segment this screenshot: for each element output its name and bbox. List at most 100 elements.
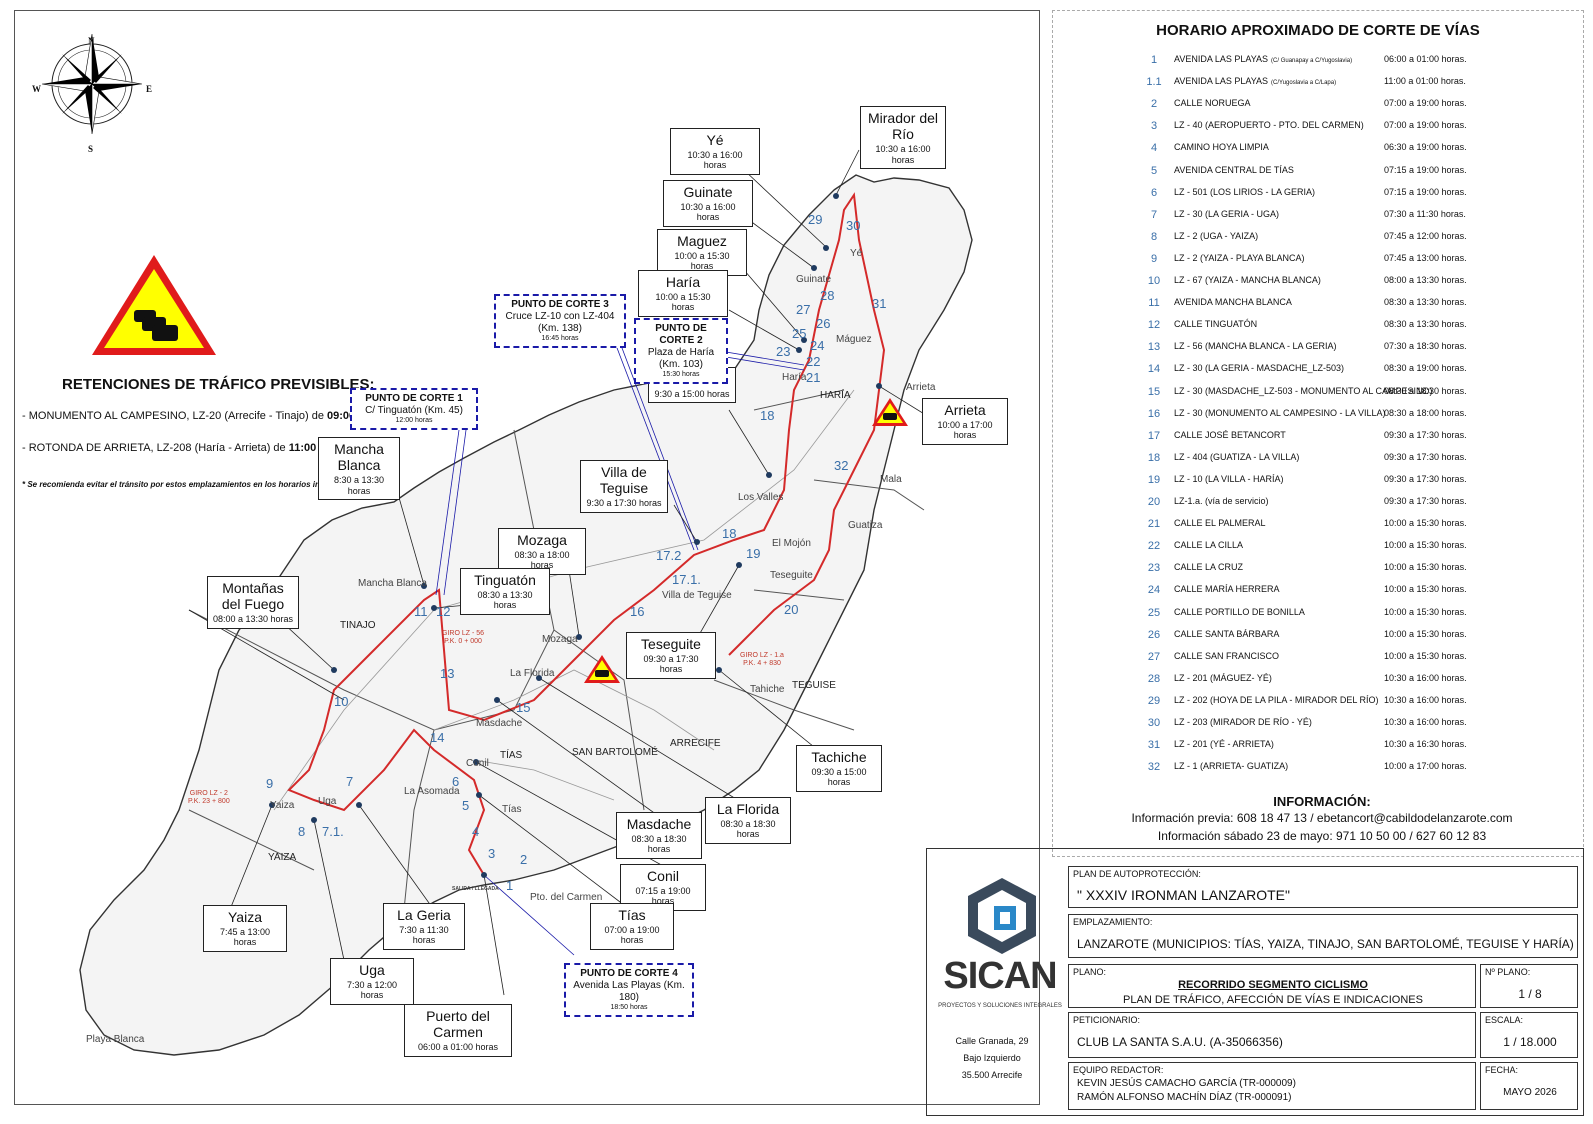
segment-12: 12: [436, 604, 451, 619]
segment-29: 29: [808, 212, 823, 227]
schedule-title: HORARIO APROXIMADO DE CORTE DE VÍAS: [1156, 22, 1480, 39]
schedule-row-hours: 07:15 a 19:00 horas.: [1384, 164, 1467, 175]
schedule-row: 22 CALLE LA CILLA 10:00 a 15:30 horas.: [1140, 540, 1580, 562]
compass-s: S: [88, 144, 93, 154]
segment-32: 32: [834, 458, 849, 473]
warning-icon-arrieta: [872, 398, 908, 426]
schedule-row-description: LZ-1.a. (vía de servicio): [1174, 496, 1269, 506]
sican-logo-text: SICAN: [943, 955, 1057, 997]
schedule-row-description: CALLE JOSÉ BETANCORT: [1174, 429, 1286, 440]
island-map[interactable]: N S E W: [14, 10, 1040, 1105]
schedule-row-number: 21: [1147, 518, 1161, 531]
schedule-row-description: LZ - 2 (YAIZA - PLAYA BLANCA): [1174, 252, 1305, 263]
schedule-row-number: 28: [1147, 672, 1161, 685]
schedule-row-hours: 10:00 a 15:30 horas.: [1384, 540, 1467, 551]
schedule-row-description: CALLE LA CILLA: [1174, 540, 1244, 551]
schedule-row-number: 3: [1150, 120, 1158, 133]
tb-plan: PLAN DE AUTOPROTECCIÓN: " XXXIV IRONMAN …: [1068, 866, 1578, 908]
map-frame: [14, 10, 1040, 1105]
schedule-row-hours: 07:45 a 13:00 horas.: [1384, 252, 1467, 263]
schedule-row-description: LZ - 30 (MONUMENTO AL CAMPESINO - LA VIL…: [1174, 407, 1386, 418]
dot-mozaga: [576, 634, 582, 640]
schedule-row-number: 16: [1147, 407, 1161, 420]
schedule-row-hours: 09:30 a 17:30 horas.: [1384, 496, 1467, 506]
schedule-row-number: 22: [1147, 540, 1161, 553]
schedule-row-description: LZ - 67 (YAIZA - MANCHA BLANCA): [1174, 275, 1321, 285]
segment-18b: 18: [760, 408, 775, 423]
compass-w: W: [32, 84, 41, 94]
place-playa-blanca: Playa Blanca: [86, 1034, 145, 1045]
schedule-row-description: CALLE EL PALMERAL: [1174, 518, 1266, 529]
schedule-row-number: 29: [1147, 694, 1161, 707]
schedule-row-description: LZ - 56 (MANCHA BLANCA - LA GERIA): [1174, 341, 1337, 352]
schedule-row: 9 LZ - 2 (YAIZA - PLAYA BLANCA) 07:45 a 13…: [1140, 253, 1580, 275]
schedule-row: 23 CALLE LA CRUZ 10:00 a 15:30 horas.: [1140, 562, 1580, 584]
schedule-row-number: 27: [1147, 650, 1161, 663]
schedule-row-number: 9: [1150, 252, 1158, 265]
schedule-row-description: LZ - 30 (MASDACHE_LZ-503 - MONUMENTO AL …: [1174, 385, 1433, 396]
place-ye: Yé: [850, 248, 863, 259]
dot-masdache: [494, 697, 500, 703]
dot-conil: [473, 759, 479, 765]
schedule-row-hours: 08:30 a 19:00 horas.: [1384, 363, 1467, 374]
sican-logo-icon: [968, 878, 1036, 954]
compass-n: N: [88, 36, 95, 46]
segment-18a: 18: [722, 526, 737, 541]
dot-mirador: [833, 193, 839, 199]
place-salida-llegada: SALIDA / LLEGADA: [452, 886, 499, 892]
schedule-row-description: CALLE LA CRUZ: [1174, 562, 1244, 573]
schedule-row-hours: 10:00 a 15:30 horas.: [1384, 562, 1467, 573]
schedule-row-number: 32: [1147, 761, 1161, 774]
schedule-row-number: 18: [1147, 451, 1161, 464]
tb-equipo: EQUIPO REDACTOR: KEVIN JESÚS CAMACHO GAR…: [1068, 1062, 1476, 1110]
schedule-row-description: LZ - 1 (ARRIETA- GUATIZA): [1174, 761, 1289, 772]
compass-rose-icon: [41, 33, 143, 135]
address-line-2: Bajo Izquierdo: [963, 1053, 1021, 1063]
location-dots: [269, 193, 882, 878]
segment-10: 10: [334, 694, 349, 709]
schedule-row-number: 1.1: [1146, 76, 1162, 89]
segment-19: 19: [746, 546, 761, 561]
place-los-valles: Los Valles: [738, 492, 784, 503]
schedule-row-number: 23: [1147, 562, 1161, 575]
retention-note: * Se recomienda evitar el tránsito por e…: [22, 480, 353, 489]
schedule-row-number: 12: [1147, 319, 1161, 332]
muni-san-bartolome: SAN BARTOLOMÉ: [572, 747, 658, 758]
info-line-2: Información sábado 23 de mayo: 971 10 50…: [1157, 829, 1487, 843]
